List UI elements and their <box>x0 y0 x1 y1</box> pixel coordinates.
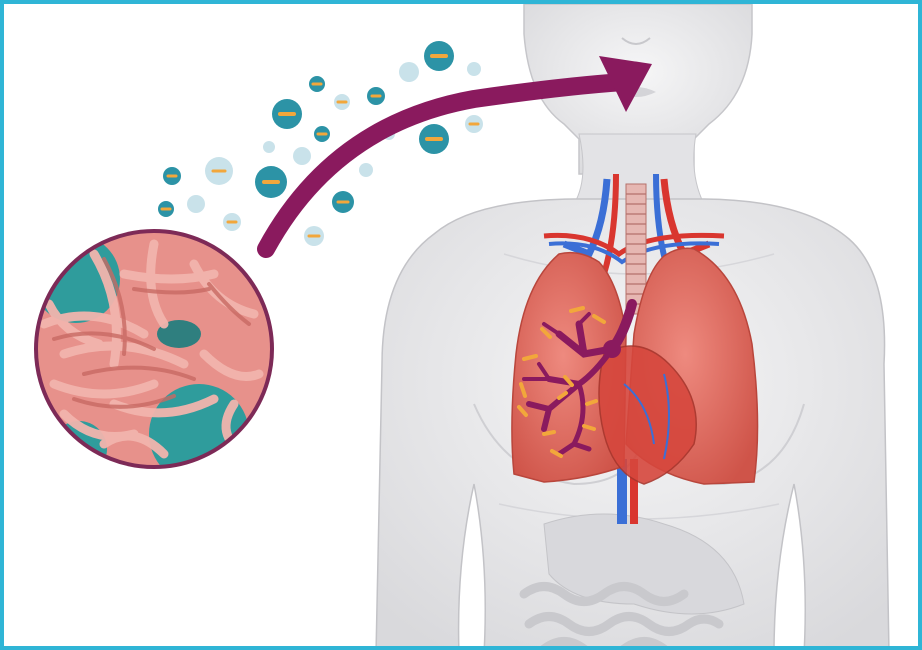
droplet-icon <box>334 94 350 110</box>
inhalation-diagram <box>4 4 922 650</box>
droplet-icon <box>163 167 181 185</box>
droplet-icon <box>332 191 354 213</box>
droplet-icon <box>304 226 324 246</box>
droplet-icon <box>424 41 454 71</box>
droplet-icon <box>467 62 481 76</box>
droplet-icon <box>399 62 419 82</box>
droplet-icon <box>272 99 302 129</box>
droplet-icon <box>293 147 311 165</box>
droplet-icon <box>205 157 233 185</box>
droplet-icon <box>359 163 373 177</box>
bacteria-micrograph-icon <box>32 229 274 484</box>
droplet-icon <box>419 124 449 154</box>
droplet-icon <box>309 76 325 92</box>
droplet-icon <box>263 141 275 153</box>
droplet-icon <box>255 166 287 198</box>
droplet-icon <box>465 115 483 133</box>
droplet-icon <box>158 201 174 217</box>
droplet-icon <box>223 213 241 231</box>
droplet-icon <box>187 195 205 213</box>
aerosol-droplets <box>158 41 483 246</box>
droplet-icon <box>367 87 385 105</box>
droplet-icon <box>314 126 330 142</box>
